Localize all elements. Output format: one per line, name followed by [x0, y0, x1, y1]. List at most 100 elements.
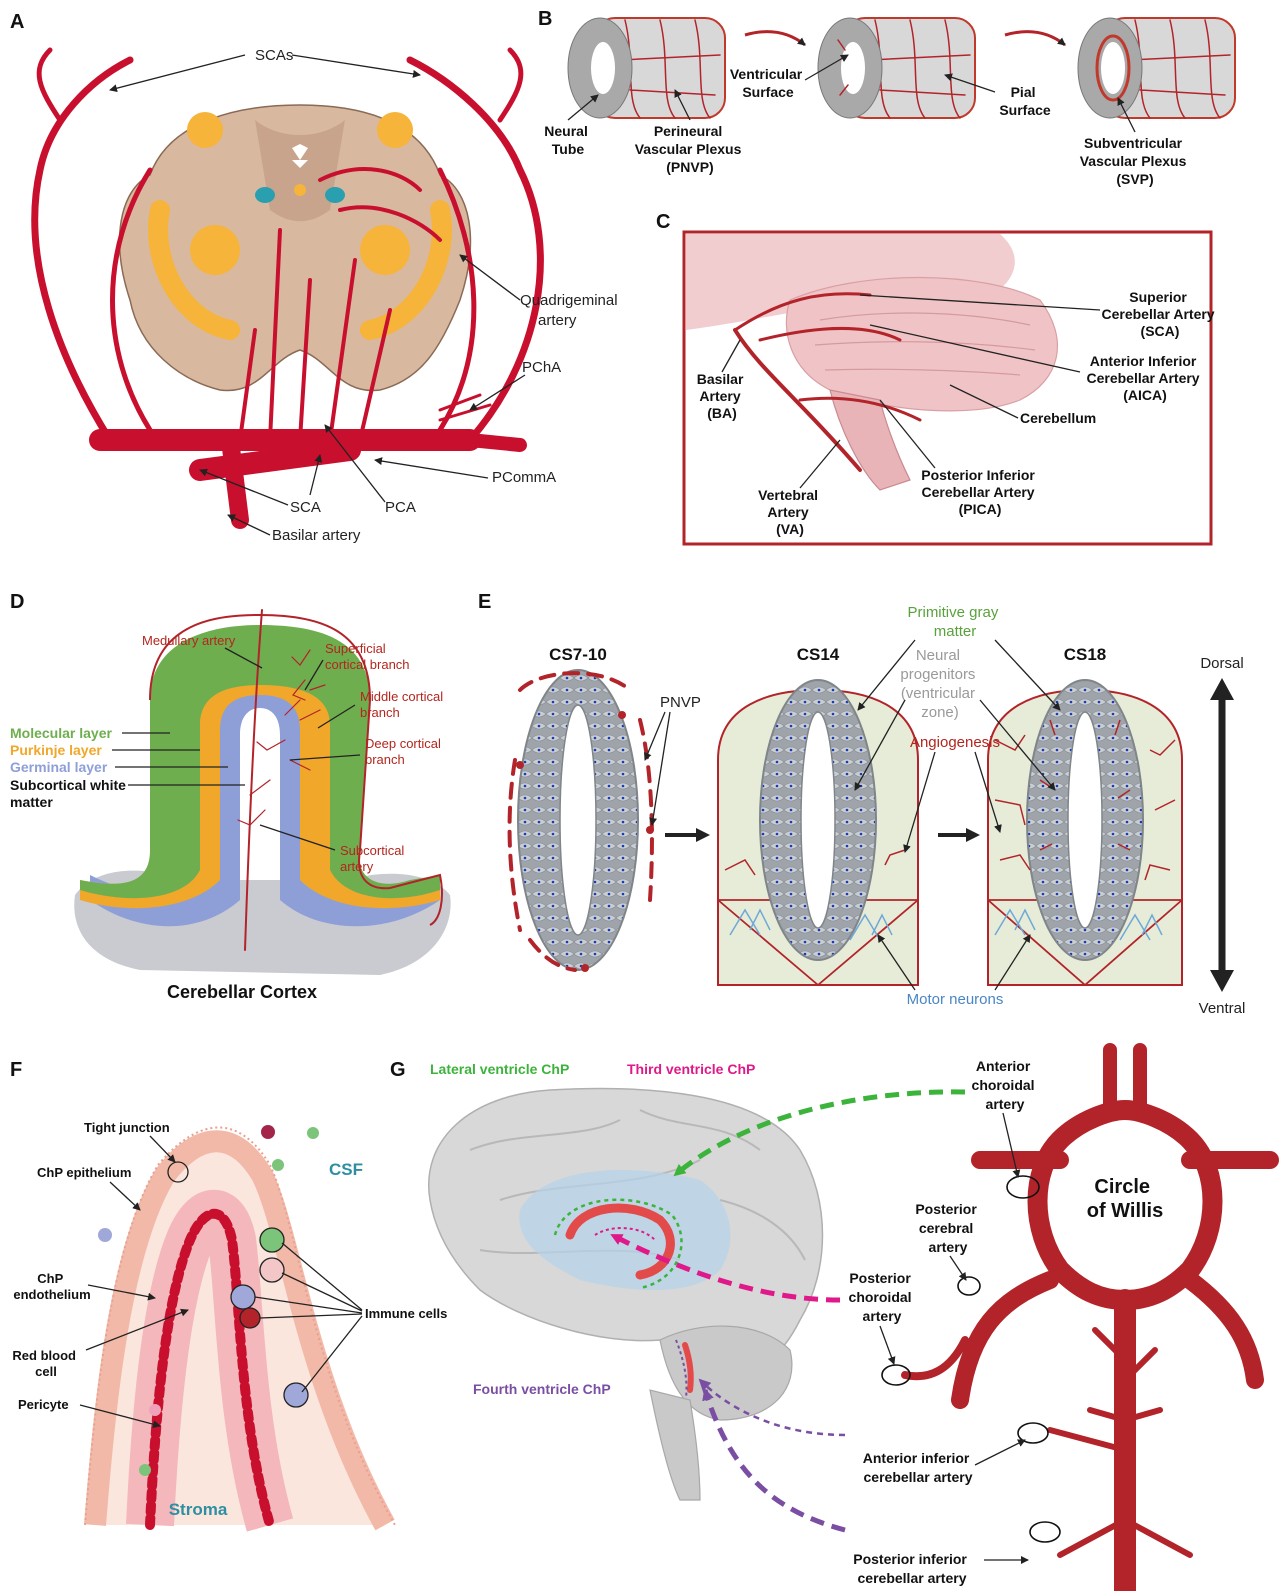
panel-c: C Superior Cerebellar Artery (SCA) Anter… [656, 211, 1218, 544]
label-pcha: PChA [522, 359, 561, 376]
label-cs7-10: CS7-10 [549, 645, 607, 664]
panel-b-letter: B [538, 8, 552, 30]
label-tight: Tight junction [84, 1120, 170, 1135]
panel-d: D Medullary artery Superficial cortical … [10, 591, 451, 1002]
pointer-line [292, 55, 420, 75]
red-nucleus [190, 225, 240, 275]
label-scas: SCAs [255, 47, 293, 64]
oculomotor-nucleus [325, 187, 345, 203]
label-white-matter: Subcortical white matter [10, 777, 130, 810]
pointer-line [150, 1136, 175, 1162]
label-dorsal: Dorsal [1200, 655, 1243, 672]
neural-tube-cs7 [510, 670, 654, 972]
panel-g: G Lateral ventricle ChP Third ventricle … [390, 1050, 1270, 1590]
label-angiogenesis: Angiogenesis [910, 734, 1000, 751]
label-middle: Middle cortical branch [360, 689, 447, 720]
label-motor: Motor neurons [907, 991, 1004, 1008]
label-deep: Deep cortical branch [365, 736, 445, 767]
yellow-nucleus [187, 112, 223, 148]
panel-a: A [10, 11, 622, 544]
immune-cell [260, 1228, 284, 1252]
immune-cell [240, 1308, 260, 1328]
label-anterior-choroidal: Anterior choroidal artery [972, 1058, 1039, 1112]
label-rbc: Red blood cell [12, 1348, 79, 1379]
label-stroma: Stroma [169, 1500, 228, 1519]
label-g-pica: Posterior inferior cerebellar artery [853, 1551, 970, 1586]
panel-b: B Neural Tube Perineural [538, 8, 1235, 187]
panel-f: F Tight junction ChP epithelium CSF ChP … [10, 1059, 447, 1525]
yellow-nucleus [377, 112, 413, 148]
progression-arrow [1005, 32, 1065, 45]
label-cerebellar-cortex: Cerebellar Cortex [167, 982, 317, 1002]
pointer-line [460, 255, 520, 300]
pointer-line [975, 1440, 1025, 1465]
label-molecular: Molecular layer [10, 725, 112, 741]
label-purkinje: Purkinje layer [10, 742, 102, 758]
panel-a-letter: A [10, 11, 24, 33]
label-ventral: Ventral [1199, 1000, 1246, 1017]
panel-e-letter: E [478, 591, 491, 613]
label-primitive: Primitive gray matter [907, 604, 1002, 640]
neural-tube-cs18 [988, 680, 1182, 985]
panel-e: E CS7-10 CS14 CS18 PNVP [478, 591, 1245, 1017]
label-germinal: Germinal layer [10, 759, 108, 775]
label-ventricular-surface: Ventricular Surface [730, 66, 806, 100]
pointer-line [375, 460, 488, 478]
label-csf: CSF [329, 1160, 363, 1179]
yellow-nucleus [294, 184, 306, 196]
brain-illustration [429, 1089, 823, 1500]
pointer-line [652, 712, 670, 825]
label-sca: SCA [290, 499, 321, 516]
panel-c-letter: C [656, 211, 670, 233]
red-nucleus [360, 225, 410, 275]
label-posterior-cerebral: Posterior cerebral artery [915, 1201, 980, 1255]
label-progenitors: Neural progenitors (ventricular zone) [900, 647, 979, 721]
label-pial-surface: Pial Surface [999, 84, 1051, 118]
label-posterior-choroidal: Posterior choroidal artery [849, 1270, 916, 1324]
stroma-cell [149, 1404, 161, 1416]
label-medullary: Medullary artery [142, 633, 236, 648]
pointer-line [950, 1256, 966, 1280]
label-circle-of-willis: Circle of Willis [1087, 1176, 1163, 1222]
label-g-aica: Anterior inferior cerebellar artery [863, 1450, 973, 1485]
label-immune: Immune cells [365, 1306, 447, 1321]
panel-g-letter: G [390, 1059, 406, 1081]
label-endothelium: ChP endothelium [13, 1271, 90, 1302]
label-superficial: Superficial cortical branch [325, 641, 410, 672]
csf-cell [261, 1125, 275, 1139]
label-third-chp: Third ventricle ChP [627, 1061, 755, 1077]
oculomotor-nucleus [255, 187, 275, 203]
panel-d-letter: D [10, 591, 24, 613]
immune-cell [231, 1285, 255, 1309]
label-pnvp: Perineural Vascular Plexus (PNVP) [635, 123, 746, 175]
label-svp: Subventricular Vascular Plexus (SVP) [1080, 135, 1191, 187]
tube-2 [818, 18, 975, 118]
neural-tube-cs14 [718, 680, 918, 985]
label-pericyte: Pericyte [18, 1397, 69, 1412]
circle-of-willis [882, 1050, 1270, 1590]
pointer-line [110, 1182, 140, 1210]
tube-1 [568, 18, 725, 118]
label-epithelium: ChP epithelium [37, 1165, 131, 1180]
immune-cell [284, 1383, 308, 1407]
label-subcortical-artery: Subcortical artery [340, 843, 408, 874]
label-cs18: CS18 [1064, 645, 1107, 664]
panel-f-letter: F [10, 1059, 22, 1081]
csf-cell [272, 1159, 284, 1171]
label-pnvp-e: PNVP [660, 694, 701, 711]
progression-arrow [745, 32, 805, 45]
label-neural-tube: Neural Tube [544, 123, 591, 157]
label-basilar-a: Basilar artery [272, 527, 361, 544]
pointer-line [880, 1326, 894, 1364]
csf-cell [98, 1228, 112, 1242]
label-cerebellum: Cerebellum [1020, 410, 1096, 426]
tube-3 [1078, 18, 1235, 118]
csf-cell [307, 1127, 319, 1139]
immune-cell [260, 1258, 284, 1282]
label-pca: PCA [385, 499, 416, 516]
label-fourth-chp: Fourth ventricle ChP [473, 1381, 611, 1397]
label-cs14: CS14 [797, 645, 840, 664]
pointer-line [645, 712, 665, 760]
stroma-cell [139, 1464, 151, 1476]
